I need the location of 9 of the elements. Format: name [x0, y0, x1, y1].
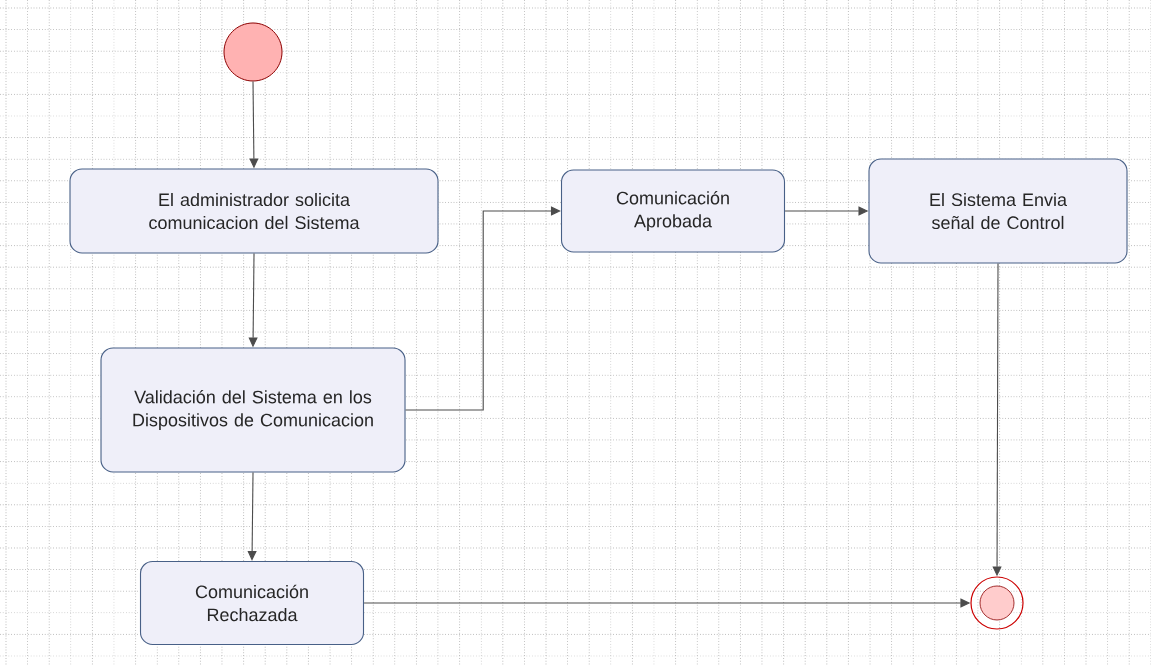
end-circle [970, 576, 1024, 630]
activity-box: El Sistema Envia señal de Control [868, 158, 1128, 264]
activity-box: El administrador solicita comunicacion del Sistema [69, 168, 439, 254]
activity-box: Comunicación Rechazada [139, 560, 365, 646]
activity-box: Comunicación Aprobada [560, 169, 786, 253]
start-circle [223, 22, 283, 82]
arrow [247, 472, 257, 561]
activity-box: Validación del Sistema en los Dispositivos de Comunicacion [100, 347, 406, 473]
arrow [405, 206, 561, 411]
